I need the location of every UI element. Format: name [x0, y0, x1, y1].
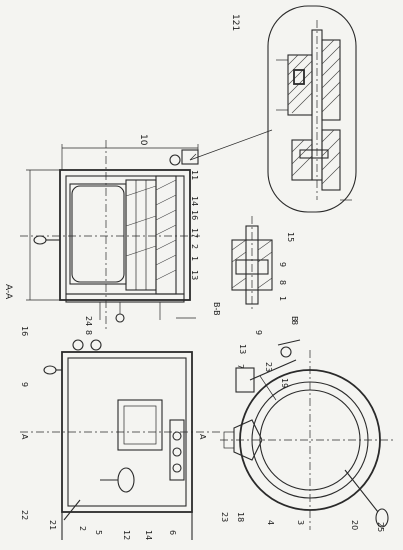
label-6: 6: [168, 530, 177, 535]
detail-leader-line: [189, 129, 273, 161]
label-9-detail: 9: [278, 262, 287, 267]
label-8-mid: 8: [84, 330, 93, 335]
label-a-mid: A: [198, 434, 207, 440]
label-16-top: 16: [190, 210, 199, 220]
label-16-left: 16: [20, 326, 29, 336]
label-1-detail: 1: [278, 296, 287, 301]
label-14-bottom: 14: [144, 530, 153, 540]
label-5: 5: [94, 530, 103, 535]
label-13-mid: 13: [190, 270, 199, 280]
label-121: 121: [230, 14, 240, 31]
section-a-a: [20, 140, 200, 330]
label-23-right: 23: [264, 362, 273, 372]
label-20: 20: [350, 520, 359, 530]
label-11-top: 11: [190, 170, 199, 180]
label-2-bottom: 2: [78, 526, 87, 531]
label-25: 25: [376, 522, 385, 532]
label-2-mid: 2: [190, 244, 199, 249]
label-10: 10: [138, 134, 148, 146]
label-1-mid: 1: [190, 256, 199, 261]
label-18: 18: [236, 512, 245, 522]
label-15: 15: [286, 232, 295, 242]
label-section-bb: B-B: [212, 302, 221, 316]
label-13-right: 13: [238, 344, 247, 354]
label-24: 24: [84, 316, 93, 326]
round-top-view: [220, 339, 395, 530]
label-17: 17: [190, 228, 199, 238]
label-3: 3: [296, 520, 305, 525]
label-section-aa: A-A: [3, 284, 13, 300]
label-b: B: [290, 316, 299, 322]
label-19: 19: [280, 378, 289, 388]
label-14-top: 14: [190, 196, 199, 206]
label-9-left: 9: [20, 382, 29, 387]
label-7: 7: [236, 364, 245, 369]
label-21: 21: [48, 520, 57, 530]
label-9-right: 9: [254, 330, 263, 335]
label-4: 4: [266, 520, 275, 525]
label-a-left: A: [20, 434, 29, 440]
detail-view-b: [267, 5, 357, 213]
label-12: 12: [122, 530, 131, 540]
label-8-right: 8: [290, 320, 299, 325]
label-22: 22: [20, 510, 29, 520]
detail-hatched-blocks: [287, 39, 341, 191]
label-8-detail: 8: [278, 280, 287, 285]
side-view: [20, 339, 220, 540]
label-23-bottom: 23: [220, 512, 229, 522]
section-b-b: [231, 216, 273, 312]
